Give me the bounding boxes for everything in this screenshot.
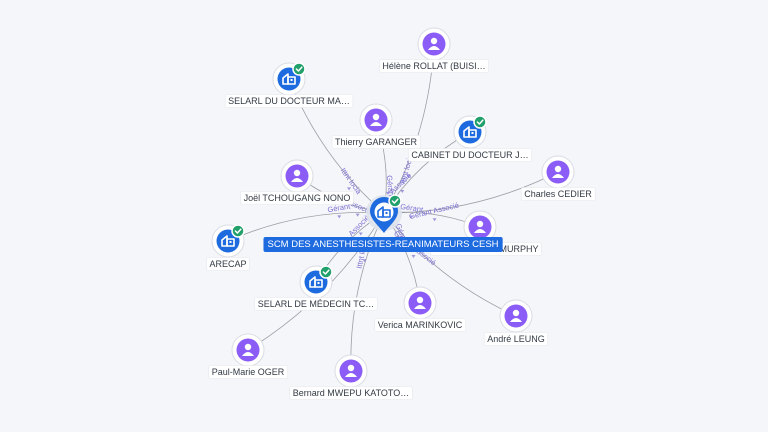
edge-arrow-cabinet-docteur-j	[400, 190, 405, 194]
node-label-background	[224, 94, 354, 108]
center-label-background	[263, 237, 503, 252]
node-label-background	[240, 191, 354, 205]
edge-arrow-garanger	[385, 191, 390, 195]
person-icon	[414, 296, 426, 309]
edge-arrow-tchougang	[355, 213, 360, 217]
edge-arrow-arecap	[337, 215, 342, 219]
node-label: Bernard MWEPU KATOTO…	[293, 388, 410, 398]
node-label-background	[374, 318, 467, 332]
node-label: CABINET DU DOCTEUR J…	[411, 150, 528, 160]
center-badge-check	[391, 198, 399, 204]
edge-arrow-selarl-medecin-tc	[358, 232, 363, 236]
edge-arrow-murphy	[409, 215, 414, 219]
verified-badge	[319, 265, 333, 279]
verified-badge	[292, 62, 306, 76]
node-label: Hélène ROLLAT (BUISI…	[382, 61, 485, 71]
node-rollat[interactable]: Hélène ROLLAT (BUISI…	[379, 27, 489, 73]
node-label: André LEUNG	[487, 334, 545, 344]
node-cedier[interactable]: Charles CEDIER	[520, 155, 596, 201]
person-icon	[291, 169, 303, 182]
node-selarl-medecin-tc[interactable]: SELARL DE MÉDECIN TC…	[254, 265, 378, 311]
node-label-background	[408, 148, 532, 162]
node-arecap[interactable]: ARECAP	[206, 224, 250, 271]
building-icon	[282, 73, 296, 85]
edge-label-garanger: Gérant	[385, 175, 396, 200]
building-icon	[377, 206, 391, 218]
node-label: Charles CEDIER	[524, 189, 592, 199]
node-oger[interactable]: Paul-Marie OGER	[208, 333, 289, 379]
edge-mwepu	[350, 212, 385, 372]
person-icon	[552, 165, 564, 178]
node-selarl-docteur-ma[interactable]: SELARL DU DOCTEUR MA…	[224, 62, 354, 108]
edge-arrow-leung	[411, 255, 416, 259]
edge-arrow-rollat	[406, 174, 411, 178]
verified-badge	[388, 194, 402, 208]
node-label: Thierry GARANGER	[335, 137, 418, 147]
center-label: SCM DES ANESTHESISTES-REANIMATEURS CESH	[267, 239, 498, 250]
building-icon	[374, 202, 394, 222]
edge-arrow-mwepu	[362, 259, 367, 263]
person-icon	[345, 364, 357, 377]
edge-arrow-cedier	[432, 218, 437, 222]
person-icon	[474, 220, 486, 233]
building-icon	[221, 235, 235, 247]
node-garanger[interactable]: Thierry GARANGER	[331, 103, 421, 149]
node-marinkovic[interactable]: Verica MARINKOVIC	[374, 286, 467, 332]
node-label-background	[483, 332, 549, 346]
person-icon	[510, 309, 522, 322]
node-label-background	[254, 297, 378, 311]
center-badge-circle	[388, 194, 402, 208]
edge-label-murphy: Gérant	[400, 202, 425, 214]
node-label-background	[206, 257, 250, 271]
person-icon	[370, 113, 382, 126]
node-tchougang[interactable]: Joël TCHOUGANG NONO	[240, 159, 354, 205]
building-icon	[309, 276, 323, 288]
node-label: Joël TCHOUGANG NONO	[244, 193, 351, 203]
verified-badge	[473, 115, 487, 129]
node-label: Verica MARINKOVIC	[378, 320, 463, 330]
node-label-background	[379, 59, 489, 73]
edge-leung	[383, 212, 517, 317]
edge-arrow-selarl-docteur-ma	[347, 187, 352, 191]
node-mwepu[interactable]: Bernard MWEPU KATOTO…	[289, 354, 413, 400]
node-label: SELARL DU DOCTEUR MA…	[228, 96, 350, 106]
center-node[interactable]: SCM DES ANESTHESISTES-REANIMATEURS CESH	[263, 194, 503, 252]
person-icon	[428, 37, 440, 50]
node-label-background	[520, 187, 596, 201]
node-label: Paul-Marie OGER	[212, 367, 285, 377]
node-leung[interactable]: André LEUNG	[483, 299, 549, 346]
building-icon	[463, 126, 477, 138]
verified-badge	[231, 224, 245, 238]
edge-arecap	[227, 212, 385, 242]
node-label-background	[208, 365, 289, 379]
node-cabinet-docteur-j[interactable]: CABINET DU DOCTEUR J…	[408, 115, 532, 162]
node-label-background	[331, 135, 421, 149]
node-label: SELARL DE MÉDECIN TC…	[258, 299, 375, 309]
person-icon	[242, 343, 254, 356]
node-label-background	[289, 386, 413, 400]
node-label: ARECAP	[209, 259, 246, 269]
